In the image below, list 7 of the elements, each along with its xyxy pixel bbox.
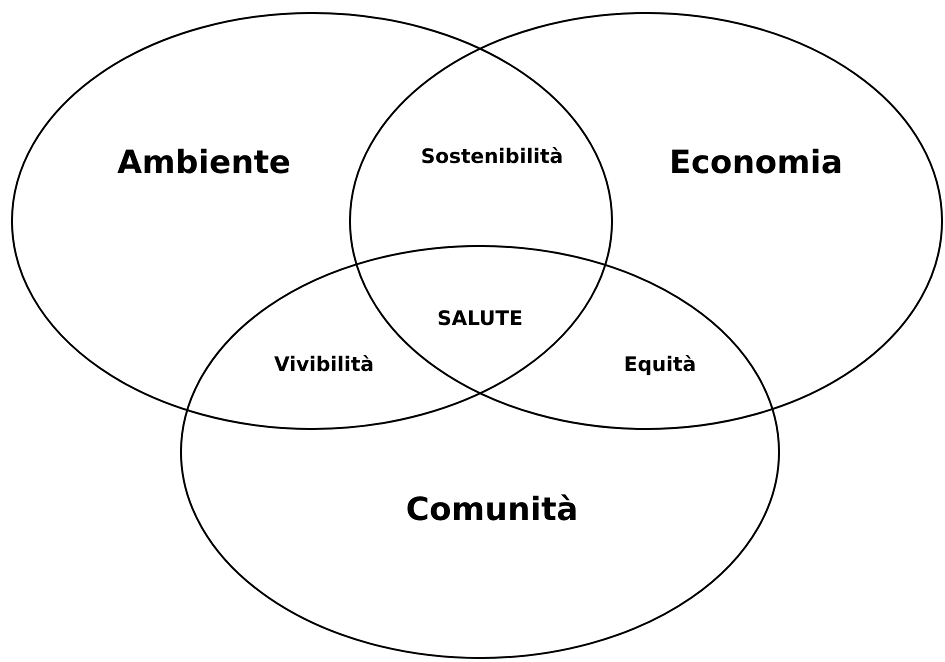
set-label: Comunità [406,490,578,528]
overlap-label: Equità [624,352,696,376]
overlap-label: Sostenibilità [420,144,564,168]
overlap-label: Vivibilità [274,352,374,376]
overlap-label: SALUTE [437,306,523,330]
set-label: Ambiente [117,143,291,181]
set-label: Economia [669,143,843,181]
